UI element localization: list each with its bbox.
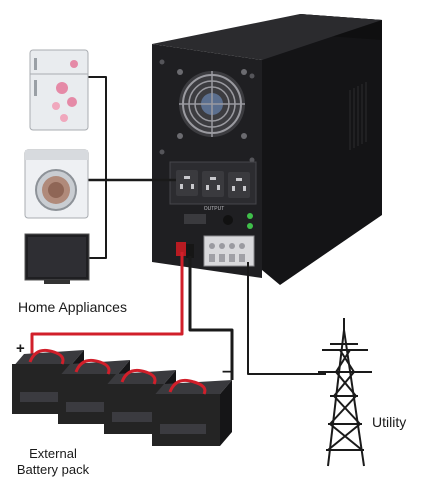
output-label: OUTPUT — [204, 206, 225, 212]
washing-machine-icon — [24, 149, 89, 219]
television-icon — [24, 233, 90, 284]
inverter-side-face — [262, 14, 382, 285]
outlet-socket-1 — [176, 170, 198, 196]
utility-tower-icon — [318, 318, 372, 467]
positive-sign: + — [16, 340, 25, 357]
utility-label: Utility — [372, 414, 407, 430]
side-vents — [349, 82, 367, 150]
terminal-block — [203, 235, 255, 267]
outlet-socket-2 — [202, 171, 224, 197]
status-led-icon — [247, 213, 253, 219]
negative-terminal — [186, 244, 194, 258]
wire-battery-positive — [30, 252, 184, 364]
outlet-socket-3 — [228, 172, 250, 198]
refrigerator-icon — [29, 49, 89, 131]
external-battery-line2: Battery pack — [16, 462, 90, 477]
battery-4 — [152, 378, 232, 446]
wire-fridge — [88, 76, 107, 259]
inverter-top — [152, 14, 382, 60]
fan-icon — [177, 69, 247, 139]
wire-battery-negative — [188, 256, 234, 380]
negative-sign: − — [222, 364, 232, 381]
positive-terminal — [176, 242, 186, 256]
wire-utility — [247, 262, 326, 375]
external-battery-label: External Battery pack — [10, 446, 96, 478]
output-panel: OUTPUT — [169, 161, 257, 212]
inverter-unit: OUTPUT — [152, 14, 382, 285]
external-battery-line1: External — [29, 446, 77, 461]
wiring — [30, 76, 326, 380]
home-appliances-label: Home Appliances — [18, 299, 127, 315]
